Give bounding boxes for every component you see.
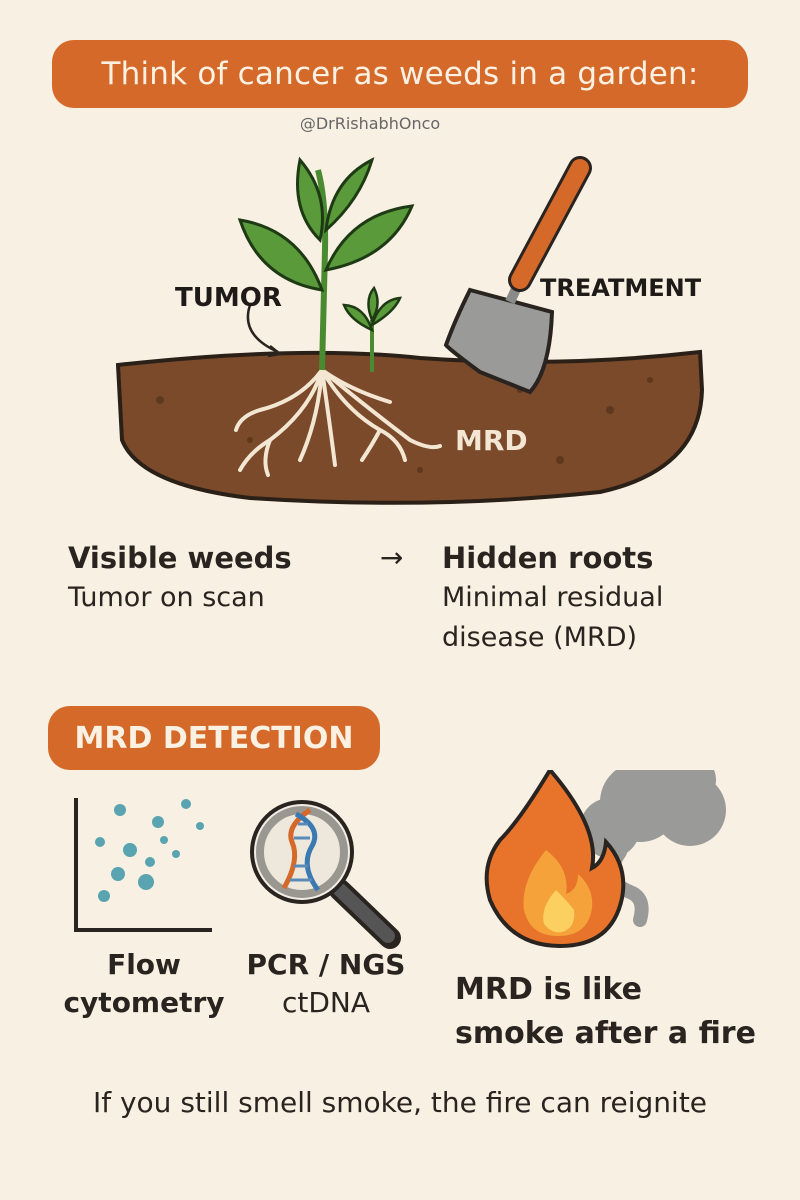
visible-weeds-heading: Visible weeds bbox=[68, 541, 292, 575]
treatment-label: TREATMENT bbox=[540, 274, 702, 302]
fire-caption-line2: smoke after a fire bbox=[455, 1016, 756, 1051]
fire-analogy-caption: MRD is like smoke after a fire bbox=[455, 968, 756, 1056]
mrd-detection-heading: MRD DETECTION bbox=[74, 720, 354, 756]
title-banner: Think of cancer as weeds in a garden: bbox=[52, 40, 748, 108]
hidden-roots-desc-1: Minimal residual bbox=[442, 582, 664, 613]
fire-caption-line1: MRD is like bbox=[455, 972, 642, 1007]
pcr-caption-line1: PCR / NGS bbox=[246, 948, 406, 981]
hidden-roots-column: Hidden roots Minimal residual disease (M… bbox=[442, 538, 663, 658]
footer-message: If you still smell smoke, the fire can r… bbox=[92, 1086, 708, 1119]
hidden-roots bbox=[234, 368, 442, 477]
mrd-label: MRD bbox=[455, 424, 528, 457]
visible-weeds-desc: Tumor on scan bbox=[68, 582, 265, 613]
trowel-icon bbox=[443, 156, 592, 395]
visible-weeds-column: Visible weeds Tumor on scan bbox=[68, 538, 292, 618]
tumor-leaves bbox=[237, 156, 415, 292]
tumor-label: TUMOR bbox=[175, 283, 282, 313]
sprout-leaves bbox=[342, 285, 402, 333]
page-title: Think of cancer as weeds in a garden: bbox=[101, 56, 699, 92]
detection-icons bbox=[74, 770, 726, 949]
flow-caption-line2: cytometry bbox=[63, 986, 225, 1019]
pcr-caption-line2: ctDNA bbox=[281, 986, 371, 1019]
fire-icon bbox=[484, 770, 626, 949]
garden-illustration: TUMOR TREATMENT MRD bbox=[115, 156, 705, 505]
soil-mound bbox=[115, 349, 705, 505]
flow-caption-line1: Flow bbox=[107, 948, 181, 981]
mrd-detection-banner: MRD DETECTION bbox=[48, 706, 380, 770]
pcr-ngs-caption: PCR / NGS ctDNA bbox=[236, 946, 416, 1022]
scatter-plot-icon bbox=[74, 798, 212, 932]
hidden-roots-desc-2: disease (MRD) bbox=[442, 622, 638, 653]
flow-cytometry-caption: Flow cytometry bbox=[60, 946, 228, 1022]
comparison-arrow: → bbox=[380, 541, 404, 574]
tumor-stem bbox=[315, 169, 329, 371]
dna-magnifier-icon bbox=[250, 800, 401, 949]
hidden-roots-heading: Hidden roots bbox=[442, 541, 654, 575]
author-handle: @DrRishabhOnco bbox=[299, 114, 441, 133]
